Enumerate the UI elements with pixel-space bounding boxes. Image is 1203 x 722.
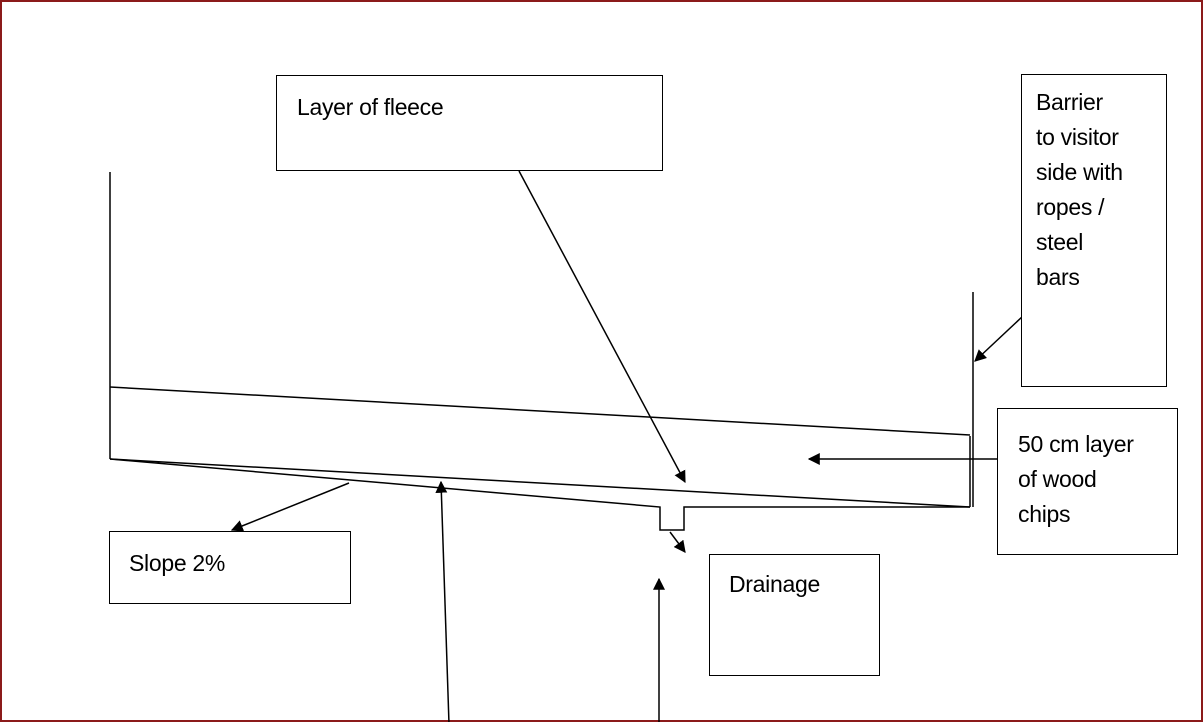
barrier-arrow <box>974 315 1024 362</box>
slope-arrow <box>230 482 350 532</box>
barrier-label-line-4: ropes / <box>1036 194 1105 220</box>
wood-chips-label-line-3: chips <box>1018 501 1071 527</box>
barrier-label-line-3: side with <box>1036 159 1123 185</box>
wood-chips-label-box: 50 cm layer of wood chips <box>997 408 1178 555</box>
wood-chips-label-line-2: of wood <box>1018 466 1097 492</box>
fleece-label-box: Layer of fleece <box>276 75 663 171</box>
barrier-label-line-1: Barrier <box>1036 89 1103 115</box>
fleece-label: Layer of fleece <box>297 94 444 120</box>
floor-pointer-arrow <box>435 480 450 722</box>
slope-label: Slope 2% <box>129 550 226 576</box>
sloped-floor-line <box>109 458 971 508</box>
barrier-label-line-5: steel <box>1036 229 1084 255</box>
base-slab-line <box>109 458 970 531</box>
wood-chips-label-line-1: 50 cm layer <box>1018 431 1134 457</box>
barrier-label-line-2: to visitor <box>1036 124 1119 150</box>
wood-chip-top-surface-line <box>109 386 971 436</box>
drainage-label-box: Drainage <box>709 554 880 676</box>
barrier-label-line-6: bars <box>1036 264 1080 290</box>
barrier-label-box: Barrier to visitor side with ropes / ste… <box>1021 74 1167 387</box>
fleece-arrow <box>518 170 686 484</box>
drain-outlet-arrow <box>669 531 686 553</box>
slope-label-box: Slope 2% <box>109 531 351 604</box>
drainage-label: Drainage <box>729 571 820 597</box>
